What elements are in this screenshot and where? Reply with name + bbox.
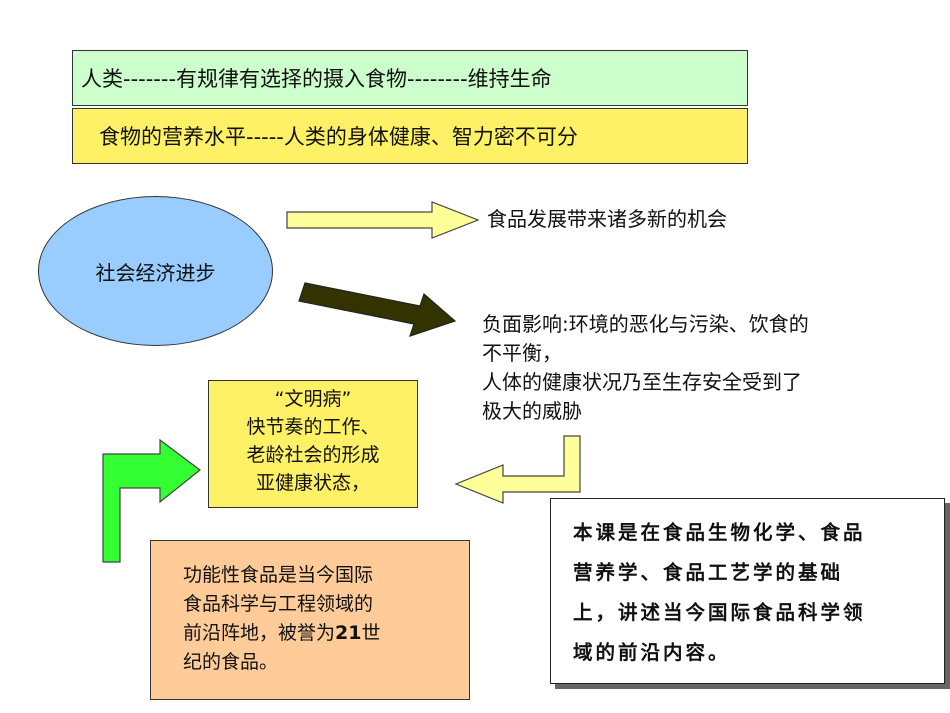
negative-line: 负面影响:环境的恶化与污染、饮食的: [482, 312, 809, 336]
course-note-line: 域的前沿内容。: [573, 641, 731, 664]
functional-food-line: 功能性食品是当今国际: [183, 564, 374, 586]
course-note-line: 营养学、食品工艺学的基础: [573, 561, 844, 584]
functional-food-line: 纪的食品。: [183, 651, 279, 673]
civilization-line: “文明病”: [274, 388, 352, 410]
negative-line: 人体的健康状况乃至生存安全受到了: [482, 370, 802, 394]
century-suffix: 世: [361, 622, 381, 644]
negative-impact-text: 负面影响:环境的恶化与污染、饮食的 不平衡， 人体的健康状况乃至生存安全受到了 …: [482, 310, 912, 426]
functional-food-box: 功能性食品是当今国际 食品科学与工程领域的 前沿阵地，被誉为21世 纪的食品。: [150, 540, 470, 700]
century-number: 21: [335, 622, 362, 644]
civilization-line: 老龄社会的形成: [246, 444, 380, 466]
functional-food-line: 前沿阵地，被誉为21世: [183, 619, 451, 648]
banner-human-food-text: 人类-------有规律有选择的摄入食物--------维持生命: [81, 67, 552, 91]
social-progress-label: 社会经济进步: [95, 260, 216, 285]
course-note-box: 本课是在食品生物化学、食品 营养学、食品工艺学的基础 上，讲述当今国际食品科学领…: [550, 498, 945, 684]
arrow-green-to-civilization: [102, 438, 201, 563]
banner-nutrition-health-text: 食物的营养水平-----人类的身体健康、智力密不可分: [99, 125, 578, 149]
negative-line: 极大的威胁: [482, 399, 582, 423]
banner-nutrition-health: 食物的营养水平-----人类的身体健康、智力密不可分: [72, 108, 748, 164]
negative-line: 不平衡，: [482, 341, 562, 365]
functional-food-line: 食品科学与工程领域的: [183, 593, 374, 615]
opportunity-text: 食品发展带来诸多新的机会: [487, 205, 727, 234]
civilization-line: 快节奏的工作、: [246, 416, 380, 438]
course-note-line: 本课是在食品生物化学、食品: [573, 521, 866, 544]
civilization-line: 亚健康状态，: [255, 472, 370, 494]
arrow-negative-to-civilization: [454, 435, 581, 504]
arrow-to-opportunity: [286, 201, 480, 239]
banner-human-food: 人类-------有规律有选择的摄入食物--------维持生命: [72, 50, 748, 106]
civilization-disease-box: “文明病” 快节奏的工作、 老龄社会的形成 亚健康状态，: [208, 380, 418, 508]
functional-food-line-text: 前沿阵地，被誉为: [183, 622, 336, 644]
arrow-to-negative: [298, 282, 457, 337]
social-progress-ellipse: 社会经济进步: [38, 196, 273, 346]
opportunity-label: 食品发展带来诸多新的机会: [487, 207, 727, 231]
course-note-line: 上，讲述当今国际食品科学领: [573, 601, 866, 624]
